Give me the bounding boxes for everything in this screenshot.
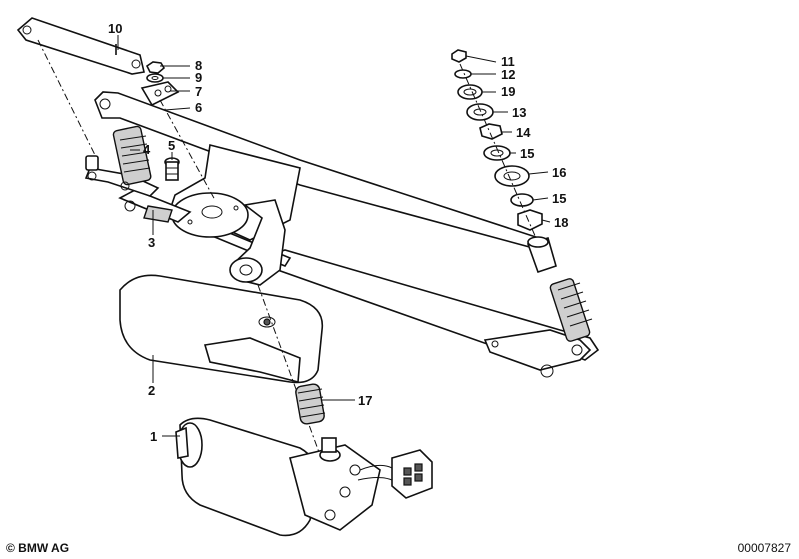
callout-19: 19 bbox=[501, 84, 515, 99]
crank-arm-part-3 bbox=[118, 189, 192, 223]
callout-11: 11 bbox=[501, 54, 515, 69]
washer-stack-right bbox=[451, 49, 543, 231]
callout-12: 12 bbox=[501, 67, 515, 82]
bushing-part-18 bbox=[295, 383, 326, 425]
callout-15b: 15 bbox=[552, 191, 566, 206]
callout-1: 1 bbox=[150, 429, 157, 444]
callout-18: 17 bbox=[358, 393, 372, 408]
callout-14: 14 bbox=[516, 125, 531, 140]
motor-cover-part-2 bbox=[119, 274, 324, 384]
callout-15a: 15 bbox=[520, 146, 534, 161]
callout-17: 18 bbox=[554, 215, 568, 230]
callout-2: 2 bbox=[148, 383, 155, 398]
connector-plug bbox=[391, 449, 433, 499]
dashed-leader-7 bbox=[159, 99, 216, 201]
dashed-leader-10 bbox=[37, 39, 96, 156]
bolt-part-5 bbox=[164, 157, 180, 181]
callout-5: 5 bbox=[168, 138, 175, 153]
wiper-motor-part-1 bbox=[175, 417, 393, 537]
bracket-part-7 bbox=[140, 81, 180, 107]
right-pivot-part-17 bbox=[526, 236, 593, 342]
callout-13: 13 bbox=[512, 105, 526, 120]
center-mounting-bracket bbox=[168, 144, 301, 286]
callout-9: 9 bbox=[195, 70, 202, 85]
callout-leaders bbox=[117, 35, 551, 437]
dashed-leader-motor bbox=[257, 284, 321, 456]
callout-8: 8 bbox=[195, 58, 202, 73]
nut-part-8 bbox=[145, 61, 166, 74]
callout-4: 4 bbox=[143, 142, 151, 157]
callout-6: 6 bbox=[195, 100, 202, 115]
callout-16: 16 bbox=[552, 165, 566, 180]
callout-labels: 10 8 9 7 6 4 5 3 2 1 17 11 12 19 13 14 1… bbox=[108, 21, 568, 444]
washer-part-9 bbox=[146, 73, 164, 83]
callout-10: 10 bbox=[108, 21, 122, 36]
callout-7: 7 bbox=[195, 84, 202, 99]
left-pivot-part-4 bbox=[84, 125, 160, 197]
copyright-label: © BMW AG bbox=[6, 541, 70, 555]
link-rod-part-10 bbox=[16, 17, 145, 75]
callout-3: 3 bbox=[148, 235, 155, 250]
diagram-id-label: 00007827 bbox=[737, 541, 791, 555]
dashed-leader-right bbox=[459, 63, 537, 239]
